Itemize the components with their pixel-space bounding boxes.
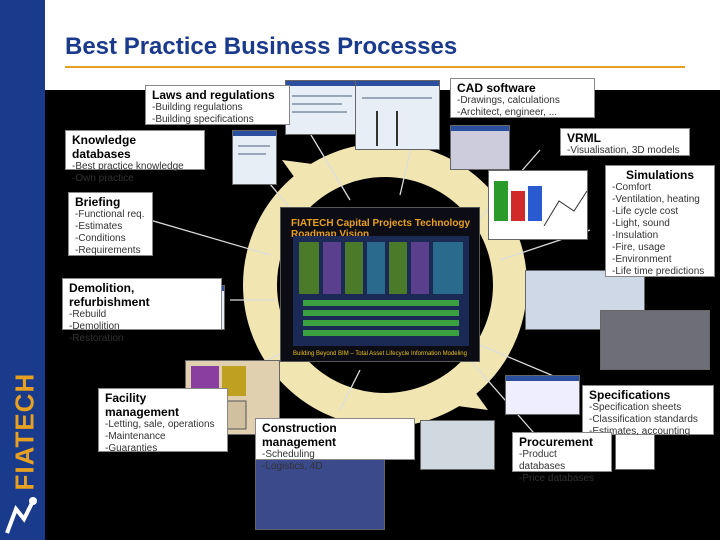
node-knowledge-databases: Knowledge databases -Best practice knowl… [65, 130, 205, 184]
node-line: -Environment [612, 254, 672, 265]
node-line: -Functional req. [75, 209, 145, 220]
node-line: -Demolition [69, 321, 120, 332]
figure-logo-icon [5, 497, 37, 534]
node-line: -Estimates, accounting [589, 426, 691, 437]
node-procurement: Procurement -Product databases -Price da… [512, 432, 612, 484]
node-line: -Classification standards [589, 414, 698, 425]
node-title: Demolition, refurbishment [69, 281, 150, 309]
node-line: -Fire, usage [612, 242, 666, 253]
node-line: -Architect, engineer, ... [457, 107, 558, 118]
node-vrml: VRML -Visualisation, 3D models [560, 128, 690, 156]
node-line: -Drawings, calculations [457, 95, 560, 106]
node-line: -Restoration [69, 333, 124, 344]
node-line: -Insulation [612, 230, 659, 241]
node-line: -Conditions [75, 233, 126, 244]
node-title: Facility management [105, 391, 180, 419]
node-line: -Own practice [72, 173, 134, 184]
thumb-4d-construction [255, 450, 385, 530]
node-line: -Requirements [75, 245, 141, 256]
roadmap-footer: Building Beyond BIM – Total Asset Lifecy… [293, 351, 467, 357]
thumb-vrml-model [450, 125, 510, 170]
node-line: -Best practice knowledge [72, 161, 184, 172]
node-title: Laws and regulations [152, 88, 275, 102]
node-simulations: Simulations -Comfort -Ventilation, heati… [605, 165, 715, 277]
thumb-construction-plan [420, 420, 495, 470]
brand-sidebar: FIATECH [0, 0, 45, 540]
node-facility-management: Facility management -Letting, sale, oper… [98, 388, 228, 454]
cycle-arrow-head [450, 385, 488, 410]
node-line: -Ventilation, heating [612, 194, 700, 205]
node-line: -Rebuild [69, 309, 107, 320]
node-line: -Letting, sale, operations [105, 419, 215, 430]
node-line: -Scheduling [262, 449, 315, 460]
node-line: -Specification sheets [589, 402, 682, 413]
roadmap-title: FIATECH Capital Projects Technology Road… [291, 218, 471, 240]
roadmap-graphic [293, 236, 469, 346]
page-title: Best Practice Business Processes [65, 33, 458, 60]
node-line: -Maintenance [105, 431, 166, 442]
node-demolition-refurbishment: Demolition, refurbishment -Rebuild -Demo… [62, 278, 222, 344]
node-title: Procurement [519, 435, 594, 449]
node-laws-regulations: Laws and regulations -Building regulatio… [145, 85, 290, 125]
thumb-spec-sheet [505, 375, 580, 415]
node-title: CAD software [457, 81, 536, 95]
node-title: VRML [567, 131, 601, 145]
node-line: -Building specifications [152, 114, 254, 125]
node-line: -Visualisation, 3D models [567, 145, 680, 156]
thumb-interior-render [600, 310, 710, 370]
thumb-regulations-doc [285, 80, 360, 135]
node-title: Construction management [262, 421, 337, 449]
node-specifications: Specifications -Specification sheets -Cl… [582, 385, 714, 437]
roadmap-vision-image: FIATECH Capital Projects Technology Road… [280, 207, 480, 362]
process-cycle-ring [243, 143, 527, 427]
node-line: -Building regulations [152, 102, 243, 113]
node-construction-management: Construction management -Scheduling -Log… [255, 418, 415, 472]
node-line: -Product databases [519, 449, 566, 472]
node-title: Specifications [589, 388, 671, 402]
node-line: -Guaranties [105, 443, 158, 454]
thumb-knowledge-doc [232, 130, 277, 185]
node-title: Knowledge databases [72, 133, 137, 161]
node-title: Briefing [75, 195, 121, 209]
title-underline [65, 66, 685, 68]
cycle-arrow-head [282, 160, 320, 185]
node-line: -Price databases [519, 473, 595, 484]
node-briefing: Briefing -Functional req. -Estimates -Co… [68, 192, 153, 256]
thumb-simulation-chart [488, 170, 588, 240]
node-line: -Logistics, 4D [262, 461, 323, 472]
node-line: -Life time predictions [612, 266, 705, 277]
node-line: -Comfort [612, 182, 651, 193]
node-line: -Light, sound [612, 218, 670, 229]
node-line: -Estimates [75, 221, 123, 232]
header [45, 0, 720, 90]
thumb-cad-window [355, 80, 440, 150]
node-title: Simulations [625, 168, 694, 182]
node-cad-software: CAD software -Drawings, calculations -Ar… [450, 78, 595, 118]
node-line: -Life cycle cost [612, 206, 679, 217]
